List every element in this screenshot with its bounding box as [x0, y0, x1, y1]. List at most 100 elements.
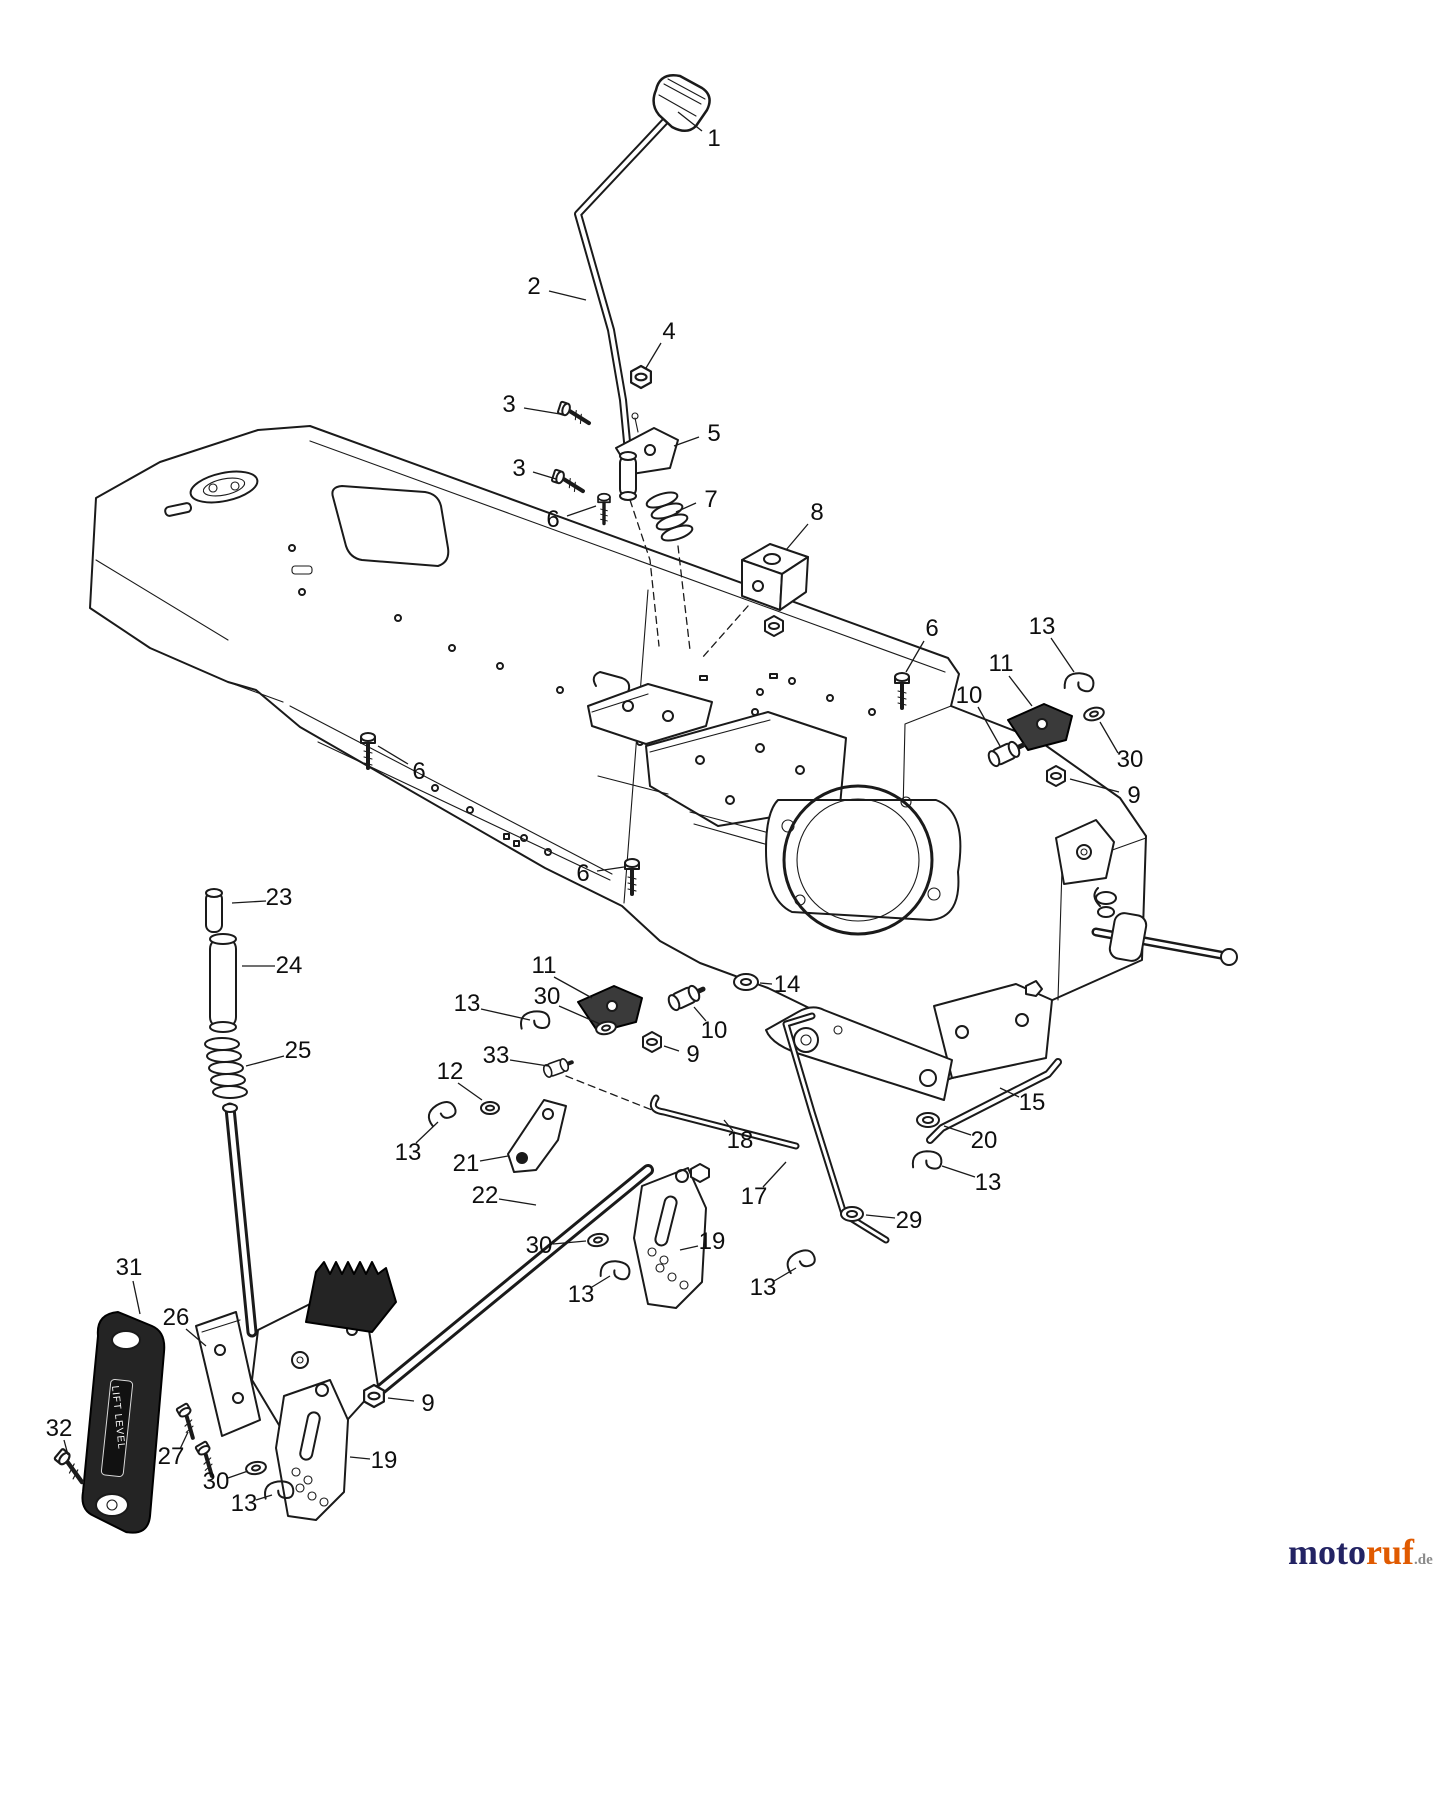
leader-line-10 — [977, 706, 1001, 747]
part-14-washer — [733, 973, 759, 991]
part-2-lift-rod — [574, 112, 674, 456]
leader-line-13 — [1050, 637, 1075, 673]
part-23-pin — [205, 888, 223, 933]
part-callout-31: 31 — [115, 1254, 143, 1281]
leader-line-17 — [762, 1161, 787, 1188]
part-callout-19: 19 — [370, 1447, 398, 1474]
watermark-part-moto: moto — [1288, 1532, 1366, 1572]
leader-line-11 — [553, 976, 593, 999]
leader-line-9 — [387, 1397, 415, 1402]
part-callout-18: 18 — [726, 1127, 754, 1154]
part-callout-29: 29 — [895, 1207, 923, 1234]
leader-line-13 — [591, 1275, 611, 1288]
assembly-dash-line — [629, 499, 660, 647]
leader-line-26 — [185, 1328, 207, 1347]
part-19-hanger-bracket-left — [275, 1379, 349, 1521]
part-callout-30: 30 — [1116, 746, 1144, 773]
leader-line-19 — [349, 1456, 371, 1460]
leader-line-7 — [675, 502, 697, 513]
part-callout-10: 10 — [955, 682, 983, 709]
leader-line-3 — [523, 407, 561, 415]
leader-line-6 — [566, 505, 597, 517]
part-callout-7: 7 — [704, 486, 718, 513]
part-callout-13: 13 — [1028, 613, 1056, 640]
leader-line-30 — [552, 1240, 587, 1245]
part-callout-4: 4 — [662, 318, 676, 345]
leader-line-5 — [673, 436, 700, 447]
part-callout-13: 13 — [394, 1139, 422, 1166]
part-callout-20: 20 — [970, 1127, 998, 1154]
leader-line-19 — [679, 1245, 699, 1251]
part-callout-11: 11 — [531, 952, 557, 979]
part-callout-15: 15 — [1018, 1089, 1046, 1116]
leader-line-20 — [943, 1125, 972, 1136]
part-7-spring — [645, 491, 694, 542]
part-8-bracket — [701, 543, 809, 659]
leader-line-8 — [785, 523, 809, 551]
part-callout-9: 9 — [686, 1041, 700, 1068]
watermark-motoruf: motoruf.de — [1288, 1534, 1433, 1570]
leader-line-10 — [693, 1006, 707, 1022]
part-20-washer — [916, 1112, 940, 1128]
leader-line-13 — [941, 1165, 976, 1178]
watermark-suffix-de: .de — [1413, 1552, 1433, 1568]
leader-line-25 — [245, 1055, 285, 1067]
lift-shaft — [222, 1102, 258, 1338]
part-21-bracket — [507, 1099, 567, 1173]
part-22-lift-rod — [374, 1164, 654, 1396]
leader-line-30 — [1099, 721, 1119, 754]
leader-line-13 — [415, 1121, 439, 1144]
part-callout-30: 30 — [525, 1232, 553, 1259]
part-callout-3: 3 — [502, 391, 516, 418]
part-5-bracket — [615, 412, 679, 501]
part-callout-12: 12 — [436, 1058, 464, 1085]
leader-line-12 — [457, 1082, 483, 1101]
leader-line-2 — [548, 290, 587, 301]
part-callout-6: 6 — [576, 860, 590, 887]
leader-line-6 — [377, 745, 409, 765]
leader-line-9 — [1069, 778, 1120, 793]
part-callout-6: 6 — [925, 615, 939, 642]
part-callout-24: 24 — [275, 952, 303, 979]
leader-line-6 — [905, 640, 925, 673]
assembly-dash-line — [677, 545, 691, 651]
part-callout-13: 13 — [749, 1274, 777, 1301]
part-callout-8: 8 — [810, 499, 824, 526]
part-15-rod — [926, 1058, 1062, 1144]
part-callout-25: 25 — [284, 1037, 312, 1064]
part-callout-11: 11 — [988, 650, 1014, 677]
part-callout-2: 2 — [527, 273, 541, 300]
part-18-rod — [649, 1094, 800, 1150]
part-callout-26: 26 — [162, 1304, 190, 1331]
leader-line-3 — [532, 471, 557, 480]
leader-line-29 — [865, 1214, 896, 1219]
leader-line-21 — [479, 1155, 509, 1162]
part-callout-13: 13 — [453, 990, 481, 1017]
part-callout-13: 13 — [974, 1169, 1002, 1196]
part-callout-13: 13 — [567, 1281, 595, 1308]
part-19-hanger-bracket-right — [633, 1163, 710, 1309]
part-callout-23: 23 — [265, 884, 293, 911]
watermark-part-ruf: ruf — [1365, 1532, 1414, 1572]
leader-line-33 — [509, 1059, 549, 1067]
part-25-spring — [204, 1037, 248, 1099]
part-callout-14: 14 — [773, 971, 801, 998]
part-callout-9: 9 — [1127, 782, 1141, 809]
leader-line-30 — [227, 1470, 249, 1479]
part-callout-33: 33 — [482, 1042, 510, 1069]
leader-line-32 — [63, 1439, 69, 1456]
part-callout-19: 19 — [698, 1228, 726, 1255]
part-17-rod — [782, 1012, 890, 1244]
leader-line-18 — [723, 1119, 734, 1132]
part-callout-17: 17 — [740, 1183, 768, 1210]
part-callout-30: 30 — [202, 1468, 230, 1495]
leader-line-15 — [999, 1087, 1020, 1098]
leader-line-13 — [773, 1267, 797, 1282]
part-1-knob — [652, 74, 711, 132]
part-callout-3: 3 — [512, 455, 526, 482]
leader-line-1 — [677, 111, 703, 132]
leader-line-23 — [231, 900, 267, 904]
